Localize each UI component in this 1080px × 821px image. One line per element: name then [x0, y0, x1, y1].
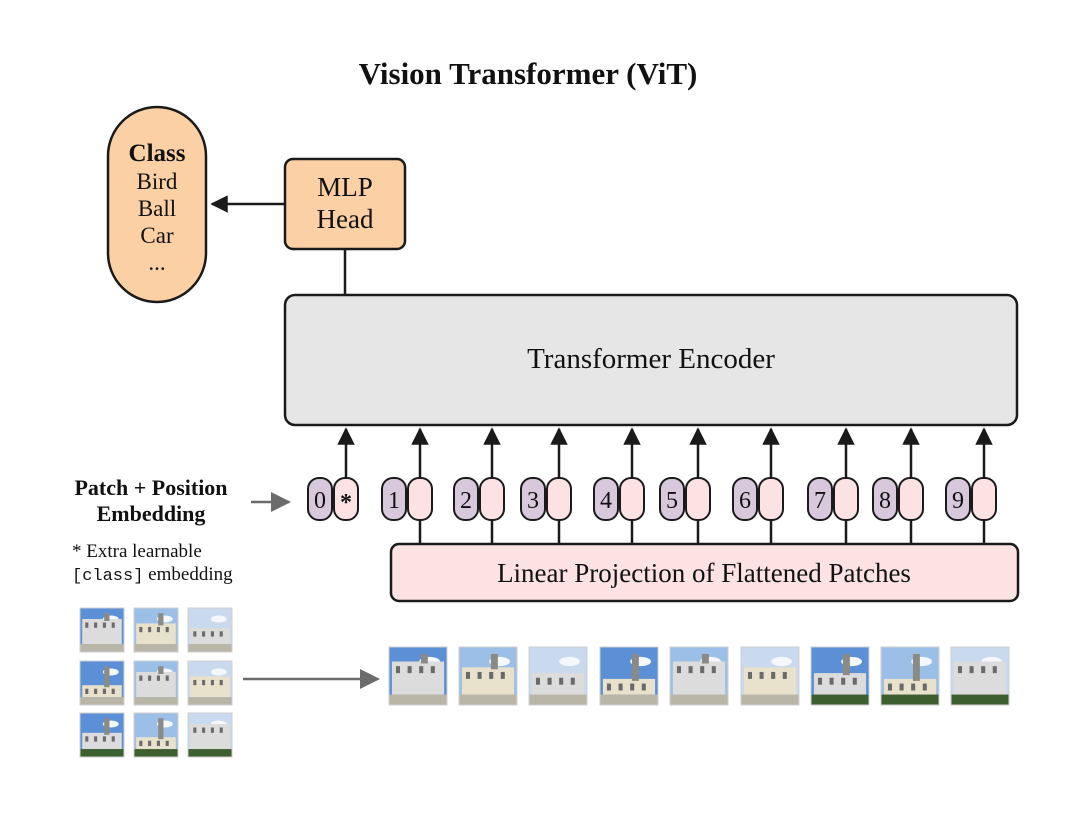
- patch-embedding-0: [333, 477, 359, 521]
- class-item-car: Car: [140, 223, 174, 248]
- position-number-9: 9: [952, 488, 964, 514]
- patch-embedding-5: [685, 477, 711, 521]
- class-token-code: [class]: [72, 567, 143, 586]
- linear-projection-box: Linear Projection of Flattened Patches: [389, 542, 1020, 603]
- embedding-label-line2: Embedding: [97, 501, 206, 526]
- token-3: 3: [520, 477, 572, 521]
- patch-input-lines: [418, 520, 986, 544]
- grid-patch-1: [79, 607, 125, 653]
- grid-patch-3: [187, 607, 233, 653]
- sequence-patch-4: [599, 646, 659, 706]
- token-9: 9: [945, 477, 997, 521]
- sequence-patch-7: [810, 646, 870, 706]
- class-item-bird: Bird: [137, 169, 178, 194]
- class-embedding-note-suffix: embedding: [143, 564, 233, 585]
- class-token-marker: *: [340, 490, 352, 516]
- position-number-1: 1: [388, 488, 400, 514]
- position-number-7: 7: [814, 488, 826, 514]
- position-number-8: 8: [879, 488, 891, 514]
- mlp-head-box: MLP Head: [283, 157, 407, 251]
- flattened-patch-sequence: [388, 646, 1010, 706]
- grid-patch-4: [79, 660, 125, 706]
- position-embedding-2: [453, 477, 479, 521]
- sequence-patch-8: [880, 646, 940, 706]
- class-item-ball: Ball: [138, 196, 176, 221]
- position-number-3: 3: [527, 488, 539, 514]
- token-arrows: [337, 427, 993, 478]
- patch-embedding-8: [898, 477, 924, 521]
- grid-patch-6: [187, 660, 233, 706]
- patch-embedding-7: [833, 477, 859, 521]
- position-number-5: 5: [666, 488, 678, 514]
- position-number-0: 0: [314, 488, 326, 514]
- class-embedding-note-line1: * Extra learnable: [72, 541, 202, 562]
- class-heading: Class: [129, 140, 186, 167]
- token-1: 1: [381, 477, 433, 521]
- position-embedding-9: [945, 477, 971, 521]
- position-embedding-4: [593, 477, 619, 521]
- token-6: 6: [732, 477, 784, 521]
- position-embedding-6: [732, 477, 758, 521]
- diagram-title: Vision Transformer (ViT): [359, 56, 698, 91]
- patch-embedding-3: [546, 477, 572, 521]
- position-embedding-5: [659, 477, 685, 521]
- grid-patch-9: [187, 712, 233, 758]
- mlp-head-line1: MLP: [317, 172, 373, 202]
- transformer-encoder-label: Transformer Encoder: [527, 343, 775, 375]
- token-5: 5: [659, 477, 711, 521]
- patch-embedding-4: [619, 477, 645, 521]
- transformer-encoder-box: Transformer Encoder: [283, 293, 1019, 427]
- sequence-patch-2: [458, 646, 518, 706]
- mlp-head-line2: Head: [317, 204, 374, 234]
- sequence-patch-3: [528, 646, 588, 706]
- position-embedding-7: [807, 477, 833, 521]
- position-embedding-0: [307, 477, 333, 521]
- sequence-patch-9: [950, 646, 1010, 706]
- class-embedding-note-line2: [class] embedding: [72, 564, 233, 586]
- patch-embedding-6: [758, 477, 784, 521]
- grid-patch-8: [133, 712, 179, 758]
- token-8: 8: [872, 477, 924, 521]
- class-item-ellipsis: ...: [148, 250, 165, 275]
- position-number-2: 2: [460, 488, 472, 514]
- class-output-box: Class Bird Ball Car ...: [106, 105, 208, 304]
- linear-projection-label: Linear Projection of Flattened Patches: [497, 558, 911, 588]
- position-embedding-1: [381, 477, 407, 521]
- grid-patch-5: [133, 660, 179, 706]
- token-2: 2: [453, 477, 505, 521]
- input-image-grid: [79, 607, 233, 758]
- sequence-patch-6: [740, 646, 800, 706]
- patch-embedding-1: [407, 477, 433, 521]
- position-number-4: 4: [600, 488, 612, 514]
- grid-patch-7: [79, 712, 125, 758]
- position-embedding-8: [872, 477, 898, 521]
- token-0: 0*: [307, 477, 359, 521]
- position-embedding-3: [520, 477, 546, 521]
- position-number-6: 6: [739, 488, 751, 514]
- patch-embedding-2: [479, 477, 505, 521]
- token-4: 4: [593, 477, 645, 521]
- grid-patch-2: [133, 607, 179, 653]
- token-7: 7: [807, 477, 859, 521]
- patch-embedding-9: [971, 477, 997, 521]
- embedding-label-line1: Patch + Position: [74, 475, 227, 500]
- sequence-patch-1: [388, 646, 448, 706]
- sequence-patch-5: [669, 646, 729, 706]
